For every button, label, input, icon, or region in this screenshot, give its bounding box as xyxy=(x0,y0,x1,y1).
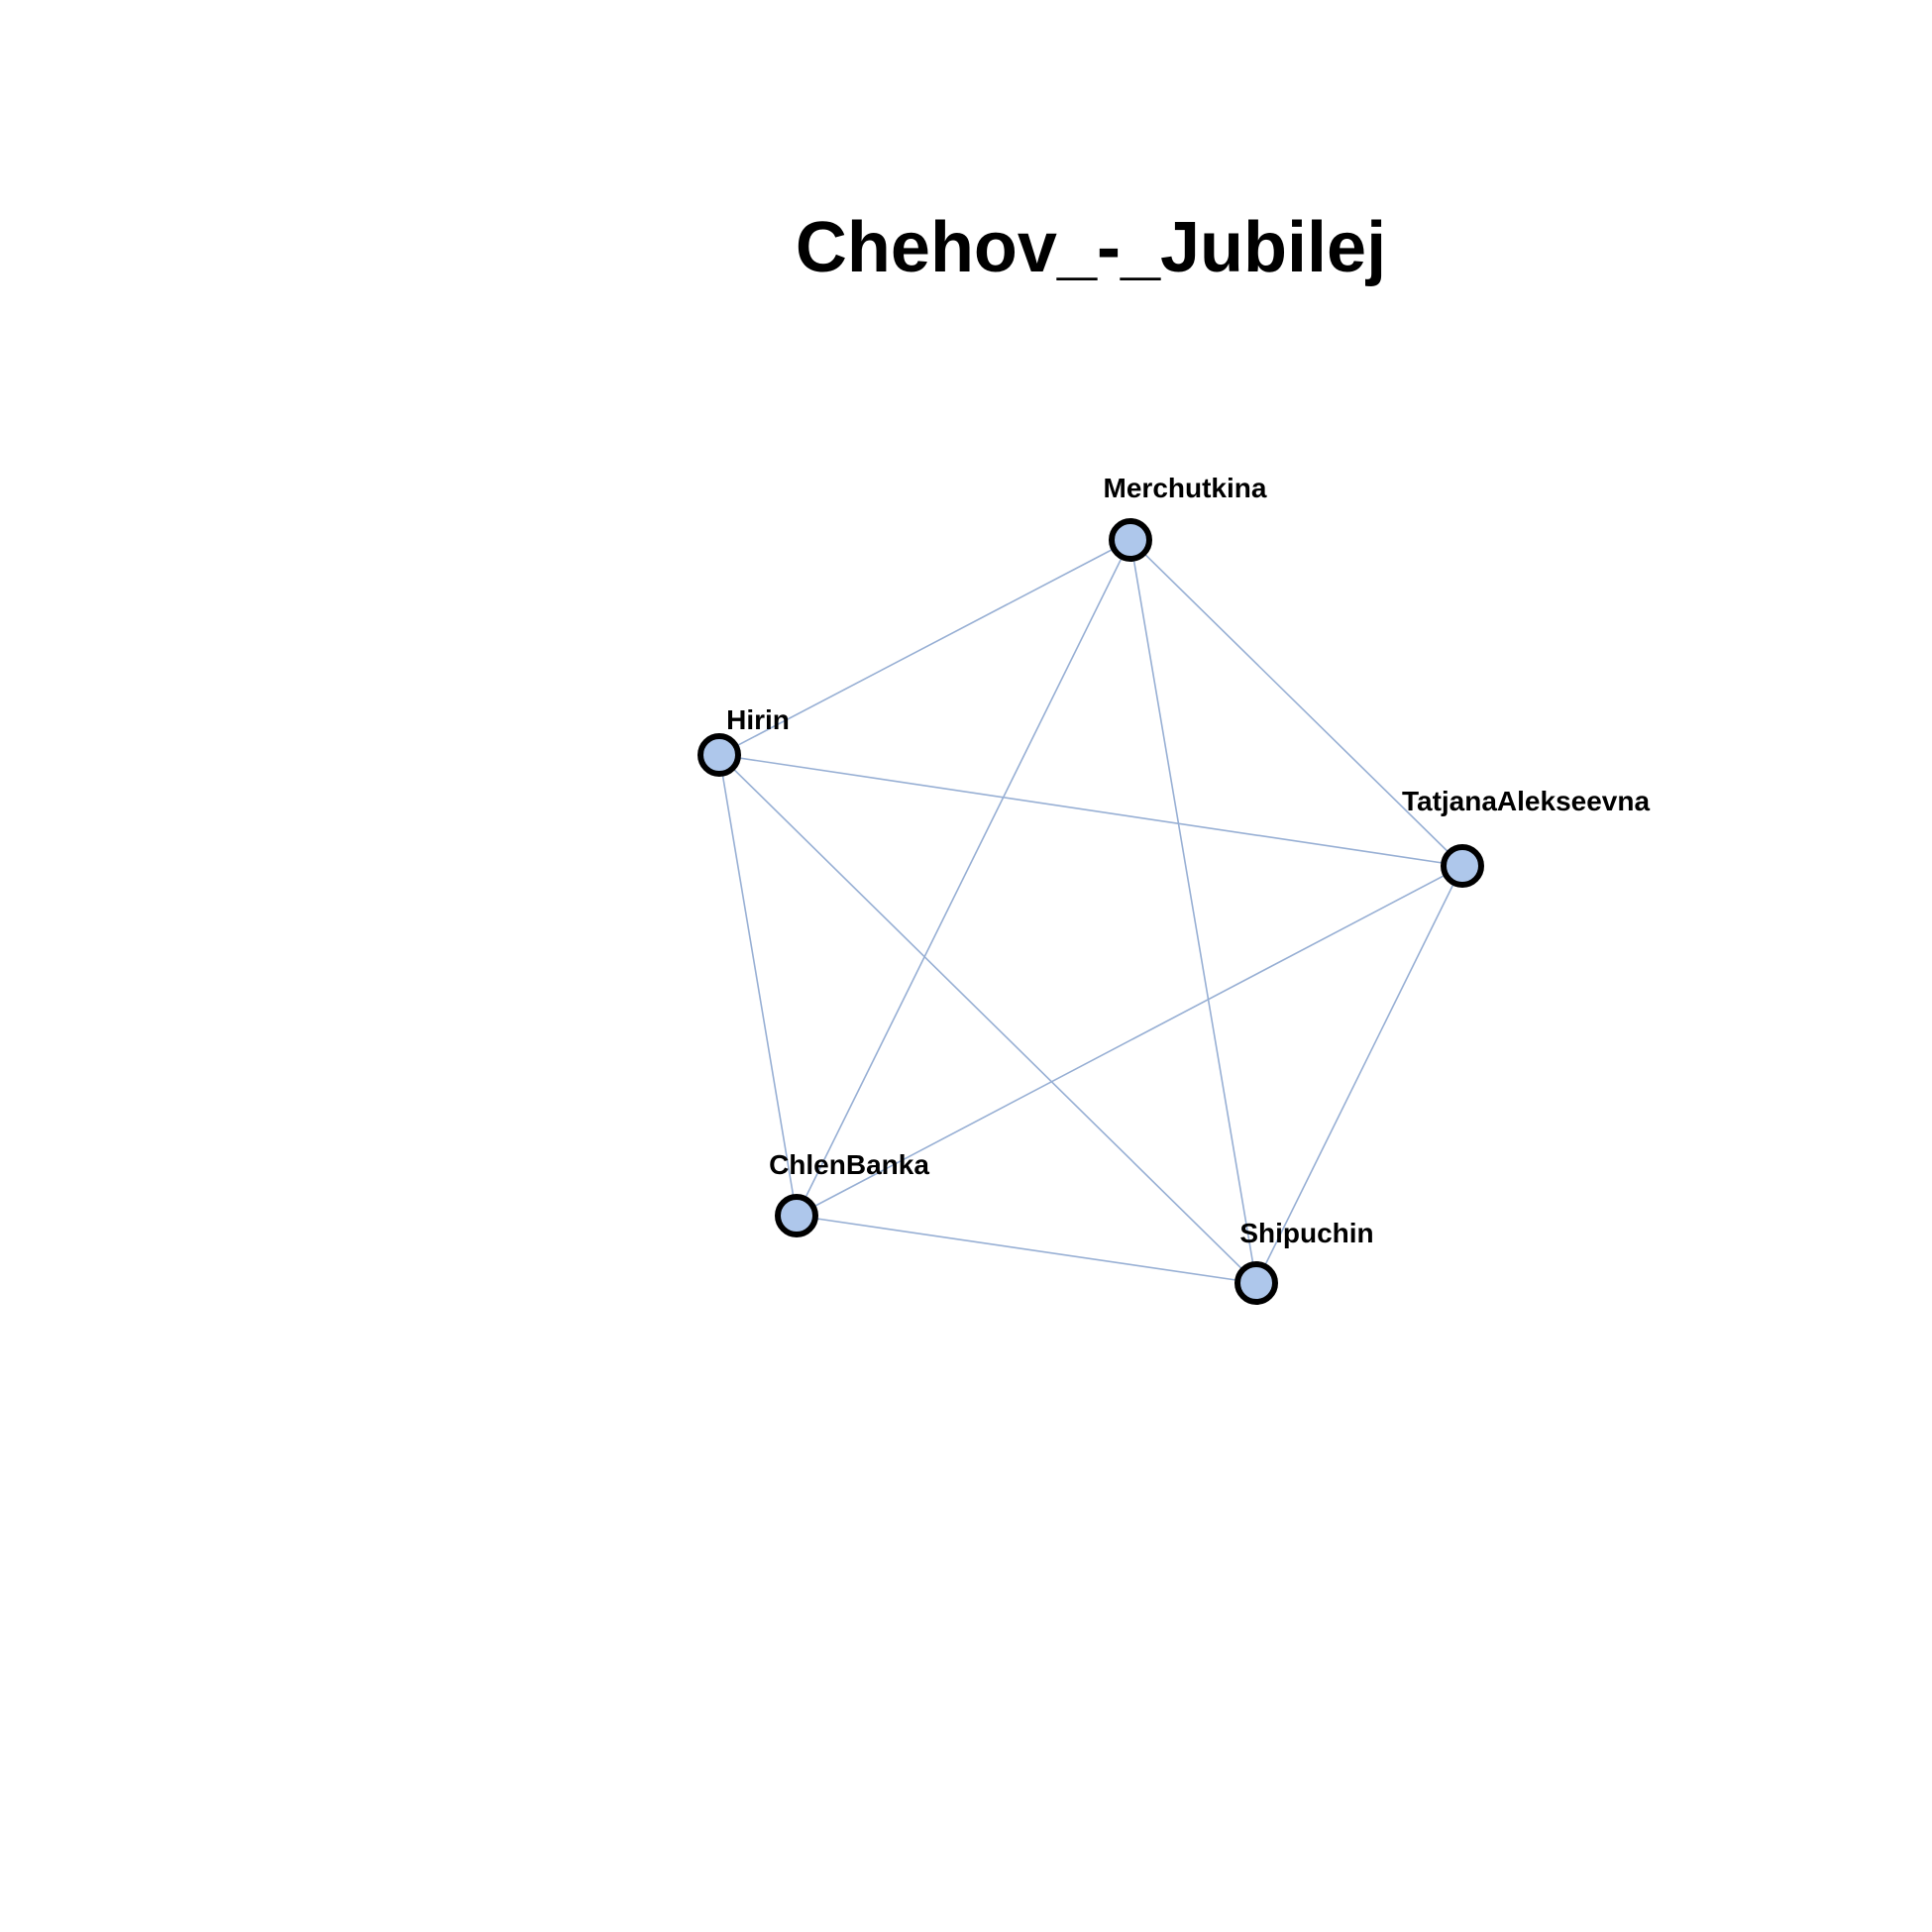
node-label-tatjana: TatjanaAlekseevna xyxy=(1402,786,1650,816)
node-label-hirin: Hirin xyxy=(726,704,790,735)
edge-merchutkina-chlenbanka xyxy=(796,539,1131,1217)
node-chlenbanka xyxy=(775,1194,818,1237)
edge-merchutkina-hirin xyxy=(718,539,1131,756)
edge-chlenbanka-shipuchin xyxy=(796,1215,1257,1284)
edge-tatjana-chlenbanka xyxy=(796,865,1463,1217)
node-shipuchin xyxy=(1234,1261,1278,1305)
edge-layer xyxy=(718,539,1463,1284)
edge-tatjana-shipuchin xyxy=(1255,865,1463,1284)
node-layer xyxy=(698,518,1484,1305)
node-hirin xyxy=(698,733,741,777)
node-tatjana xyxy=(1441,844,1484,888)
diagram-title: Chehov_-_Jubilej xyxy=(796,208,1386,287)
edge-hirin-tatjana xyxy=(718,754,1463,867)
node-label-chlenbanka: ChlenBanka xyxy=(769,1149,929,1180)
edge-hirin-shipuchin xyxy=(718,754,1257,1284)
label-layer: MerchutkinaHirinTatjanaAlekseevnaChlenBa… xyxy=(726,473,1650,1248)
node-label-shipuchin: Shipuchin xyxy=(1239,1218,1373,1248)
edge-merchutkina-shipuchin xyxy=(1129,539,1257,1284)
edge-merchutkina-tatjana xyxy=(1129,539,1463,867)
node-label-merchutkina: Merchutkina xyxy=(1104,473,1267,503)
node-merchutkina xyxy=(1109,518,1152,562)
edge-hirin-chlenbanka xyxy=(718,754,798,1217)
